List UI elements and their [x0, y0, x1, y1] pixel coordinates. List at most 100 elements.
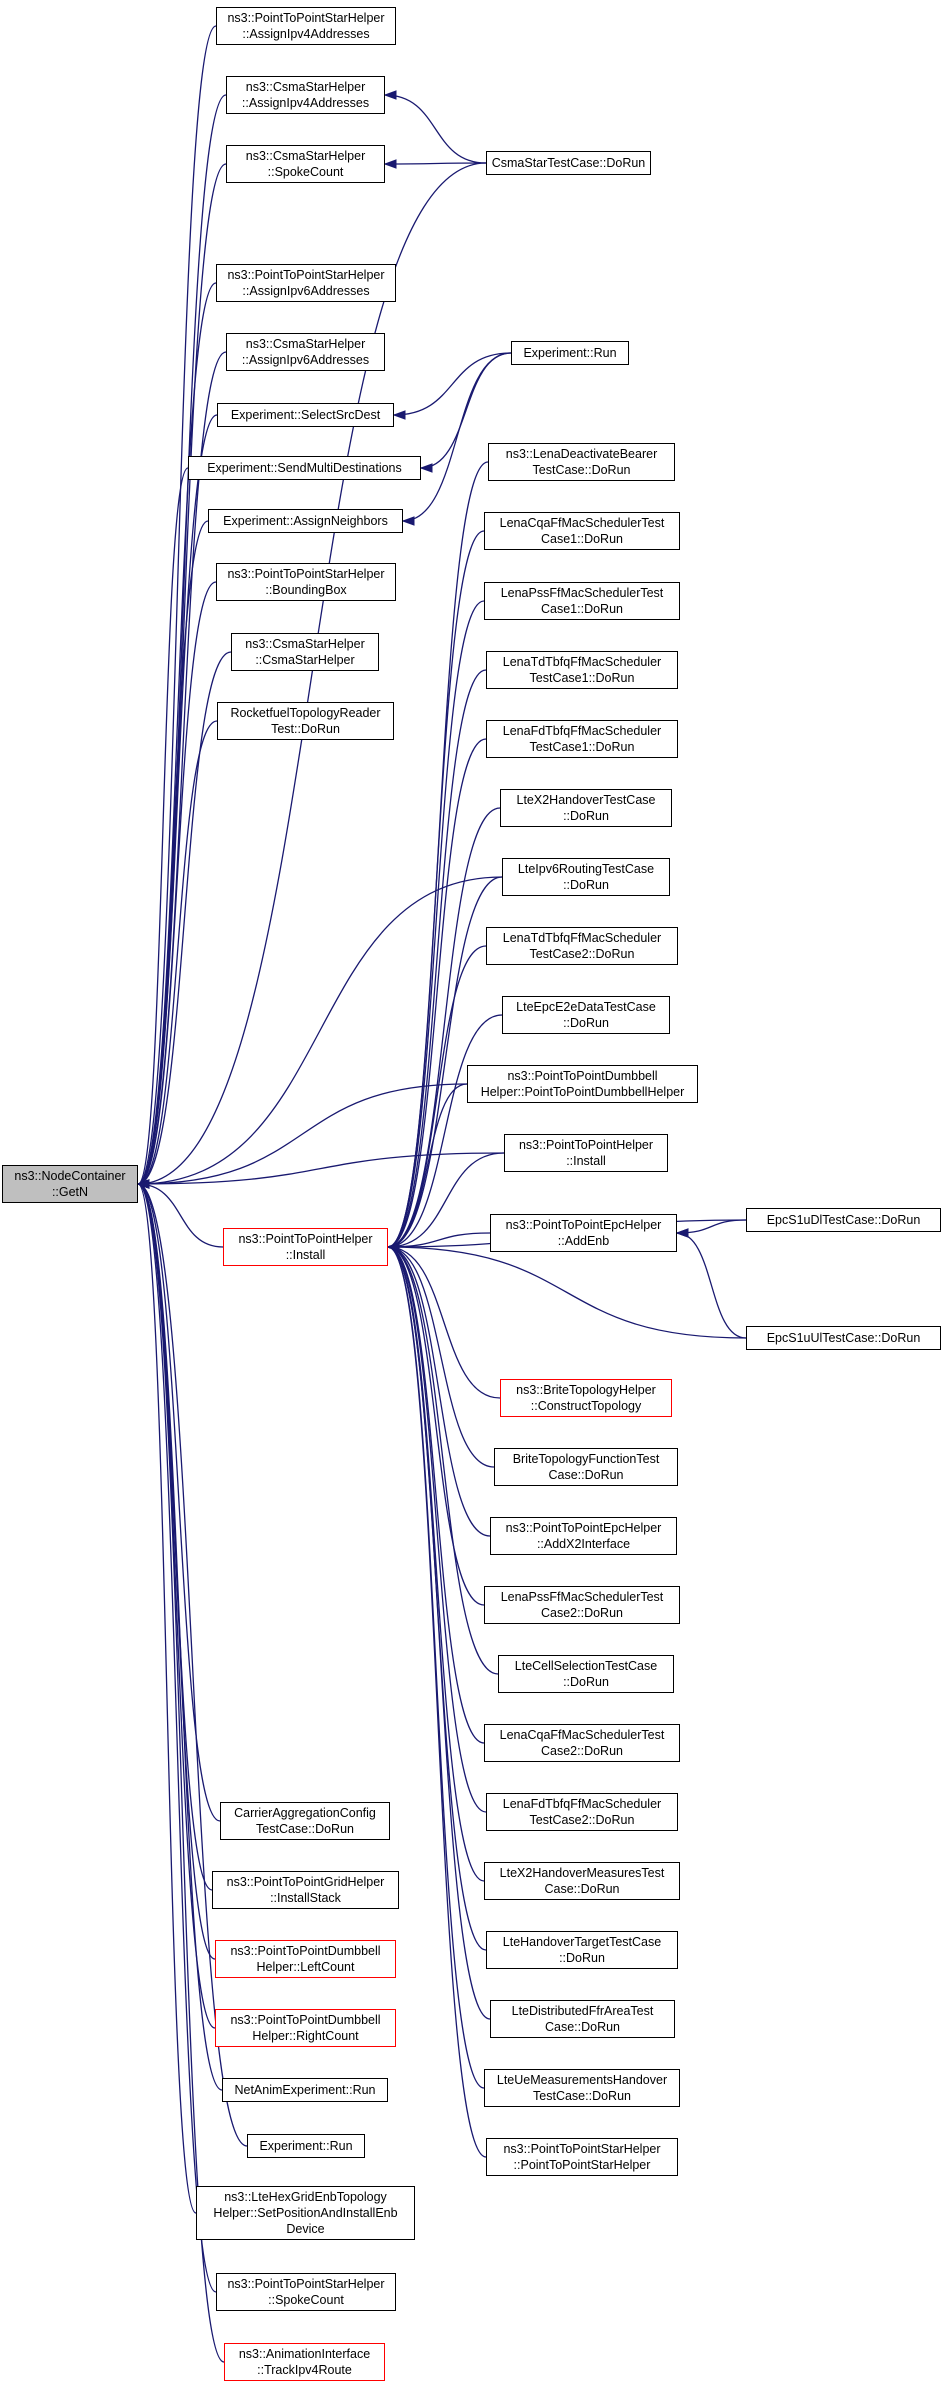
call-edge	[137, 520, 209, 1185]
node-dumbbell-rightcount[interactable]: ns3::PointToPointDumbbell Helper::RightC…	[215, 2009, 396, 2047]
node-experiment-assignneighbors[interactable]: Experiment::AssignNeighbors	[208, 509, 403, 533]
node-carrieraggregation-test[interactable]: CarrierAggregationConfig TestCase::DoRun	[220, 1802, 390, 1840]
node-p2pgrid-installstack[interactable]: ns3::PointToPointGridHelper ::InstallSta…	[212, 1871, 399, 1909]
node-label-line: ::Install	[285, 1248, 326, 1262]
node-label-line: Case::DoRun	[544, 2020, 621, 2034]
node-label-line: ::DoRun	[559, 1951, 605, 1965]
node-label-line: ::AssignIpv6Addresses	[242, 284, 370, 298]
node-epcs1uul-test[interactable]: EpcS1uUlTestCase::DoRun	[746, 1326, 941, 1350]
node-p2pstar-assignipv6[interactable]: ns3::PointToPointStarHelper ::AssignIpv6…	[216, 264, 396, 302]
node-label-line: ns3::LenaDeactivateBearer	[505, 447, 658, 461]
node-label-line: ns3::BriteTopologyHelper	[516, 1383, 656, 1397]
node-experiment-run-upper[interactable]: Experiment::Run	[511, 341, 629, 365]
node-csmastar-assignipv4[interactable]: ns3::CsmaStarHelper ::AssignIpv4Addresse…	[226, 76, 385, 114]
call-edge	[387, 738, 487, 1248]
call-edge	[137, 467, 189, 1185]
node-label-line: ::SpokeCount	[268, 2293, 344, 2307]
node-ltehandovertarget-test[interactable]: LteHandoverTargetTestCase ::DoRun	[486, 1931, 678, 1969]
node-p2pepc-addenb[interactable]: ns3::PointToPointEpcHelper ::AddEnb	[490, 1214, 677, 1252]
node-label-line: TestCase1::DoRun	[529, 671, 635, 685]
node-label-line: ns3::CsmaStarHelper	[245, 80, 366, 94]
node-pointtopointhelper-install-caller[interactable]: ns3::PointToPointHelper ::Install	[504, 1134, 668, 1172]
node-label-line: ns3::CsmaStarHelper	[245, 337, 366, 351]
node-csmastar-assignipv6[interactable]: ns3::CsmaStarHelper ::AssignIpv6Addresse…	[226, 333, 385, 371]
call-edge	[387, 1246, 491, 1537]
node-lenapss-test1[interactable]: LenaPssFfMacSchedulerTest Case1::DoRun	[484, 582, 680, 620]
node-pointtopointhelper-install-focus[interactable]: ns3::PointToPointHelper ::Install	[223, 1228, 388, 1266]
node-label-line: ns3::PointToPointEpcHelper	[505, 1521, 662, 1535]
node-p2pepc-addx2interface[interactable]: ns3::PointToPointEpcHelper ::AddX2Interf…	[490, 1517, 677, 1555]
call-edge	[137, 1083, 468, 1185]
node-lteipv6routing-test[interactable]: LteIpv6RoutingTestCase ::DoRun	[502, 858, 670, 896]
node-ltedistributedffr-test[interactable]: LteDistributedFfrAreaTest Case::DoRun	[490, 2000, 675, 2038]
node-label-line: ::AssignIpv6Addresses	[241, 353, 370, 367]
node-label-line: Helper::SetPositionAndInstallEnb	[213, 2206, 398, 2220]
node-britetopology-construct[interactable]: ns3::BriteTopologyHelper ::ConstructTopo…	[500, 1379, 672, 1417]
node-label-line: Case1::DoRun	[541, 532, 623, 546]
call-edge	[137, 94, 227, 1185]
node-label-line: ::DoRun	[563, 809, 609, 823]
node-lteepce2edata-test[interactable]: LteEpcE2eDataTestCase ::DoRun	[502, 996, 670, 1034]
node-ltecellselection-test[interactable]: LteCellSelectionTestCase ::DoRun	[498, 1655, 674, 1693]
node-p2pstar-constructor[interactable]: ns3::PointToPointStarHelper ::PointToPoi…	[486, 2138, 678, 2176]
node-ltehexgrid-setposition[interactable]: ns3::LteHexGridEnbTopology Helper::SetPo…	[196, 2186, 415, 2240]
node-epcs1udl-test[interactable]: EpcS1uDlTestCase::DoRun	[746, 1208, 941, 1232]
node-lenafdtbfq-test1[interactable]: LenaFdTbfqFfMacScheduler TestCase1::DoRu…	[486, 720, 678, 758]
node-rocketfuel-test[interactable]: RocketfuelTopologyReader Test::DoRun	[217, 702, 394, 740]
node-csmastar-constructor[interactable]: ns3::CsmaStarHelper ::CsmaStarHelper	[231, 633, 379, 671]
node-label-line: LteHandoverTargetTestCase	[502, 1935, 662, 1949]
node-lenapss-test2[interactable]: LenaPssFfMacSchedulerTest Case2::DoRun	[484, 1586, 680, 1624]
node-label-line: TestCase::DoRun	[256, 1822, 354, 1836]
node-label-line: ns3::PointToPointStarHelper	[503, 2142, 661, 2156]
node-ltex2handover-test[interactable]: LteX2HandoverTestCase ::DoRun	[500, 789, 672, 827]
node-dumbbell-constructor[interactable]: ns3::PointToPointDumbbell Helper::PointT…	[467, 1065, 698, 1103]
node-experiment-selectsrcdest[interactable]: Experiment::SelectSrcDest	[217, 403, 394, 427]
node-lenacqa-test2[interactable]: LenaCqaFfMacSchedulerTest Case2::DoRun	[484, 1724, 680, 1762]
call-edge	[384, 94, 487, 164]
node-lteuemeasurements-test[interactable]: LteUeMeasurementsHandover TestCase::DoRu…	[484, 2069, 680, 2107]
node-lenafdtbfq-test2[interactable]: LenaFdTbfqFfMacScheduler TestCase2::DoRu…	[486, 1793, 678, 1831]
call-edge	[387, 669, 487, 1248]
node-label-line: LteX2HandoverMeasuresTest	[499, 1866, 665, 1880]
call-edge	[137, 1183, 221, 1822]
node-p2pstar-spokecount[interactable]: ns3::PointToPointStarHelper ::SpokeCount	[216, 2273, 396, 2311]
node-label-line: ::DoRun	[563, 878, 609, 892]
node-p2pstar-assignipv4[interactable]: ns3::PointToPointStarHelper ::AssignIpv4…	[216, 7, 396, 45]
edge-arrowhead	[386, 1242, 400, 1252]
call-edge	[137, 162, 487, 1185]
node-csmastar-spokecount[interactable]: ns3::CsmaStarHelper ::SpokeCount	[226, 145, 385, 183]
node-csmastartestcase-dorun[interactable]: CsmaStarTestCase::DoRun	[486, 151, 651, 175]
node-lenatdtbfq-test1[interactable]: LenaTdTbfqFfMacScheduler TestCase1::DoRu…	[486, 651, 678, 689]
node-dumbbell-leftcount[interactable]: ns3::PointToPointDumbbell Helper::LeftCo…	[215, 1940, 396, 1978]
node-netanim-run[interactable]: NetAnimExperiment::Run	[222, 2078, 388, 2102]
node-label-line: ::AddEnb	[557, 1234, 610, 1248]
node-experiment-sendmultidestinations[interactable]: Experiment::SendMultiDestinations	[188, 456, 421, 480]
edge-arrowhead	[401, 516, 415, 526]
node-britetopologyfunction-test[interactable]: BriteTopologyFunctionTest Case::DoRun	[494, 1448, 678, 1486]
call-edge	[137, 1183, 225, 2363]
node-p2pstar-boundingbox[interactable]: ns3::PointToPointStarHelper ::BoundingBo…	[216, 563, 396, 601]
node-animationinterface-trackipv4route[interactable]: ns3::AnimationInterface ::TrackIpv4Route	[224, 2343, 385, 2381]
node-label-line: LenaPssFfMacSchedulerTest	[500, 1590, 664, 1604]
call-edge	[137, 1183, 216, 2029]
node-label-line: LteUeMeasurementsHandover	[496, 2073, 668, 2087]
node-lenadeactivatebearer-test[interactable]: ns3::LenaDeactivateBearer TestCase::DoRu…	[488, 443, 675, 481]
node-label-line: ::Install	[566, 1154, 606, 1168]
node-label-line: LenaPssFfMacSchedulerTest	[500, 586, 664, 600]
edge-arrowhead	[675, 1228, 689, 1238]
node-label-line: NetAnimExperiment::Run	[234, 2083, 376, 2097]
node-nodecontainer-getn[interactable]: ns3::NodeContainer ::GetN	[2, 1165, 138, 1203]
call-edge	[402, 352, 512, 522]
call-edge	[387, 530, 485, 1248]
node-label-line: ::ConstructTopology	[530, 1399, 642, 1413]
node-lenacqa-test1[interactable]: LenaCqaFfMacSchedulerTest Case1::DoRun	[484, 512, 680, 550]
node-label-line: LteIpv6RoutingTestCase	[517, 862, 655, 876]
call-edge	[137, 282, 217, 1185]
call-edge	[137, 25, 217, 1185]
node-label-line: ::CsmaStarHelper	[255, 653, 355, 667]
node-label-line: ::DoRun	[563, 1675, 609, 1689]
node-lenatdtbfq-test2[interactable]: LenaTdTbfqFfMacScheduler TestCase2::DoRu…	[486, 927, 678, 965]
node-experiment-run-lower[interactable]: Experiment::Run	[247, 2134, 365, 2158]
node-ltex2handovermeasures-test[interactable]: LteX2HandoverMeasuresTest Case::DoRun	[484, 1862, 680, 1900]
